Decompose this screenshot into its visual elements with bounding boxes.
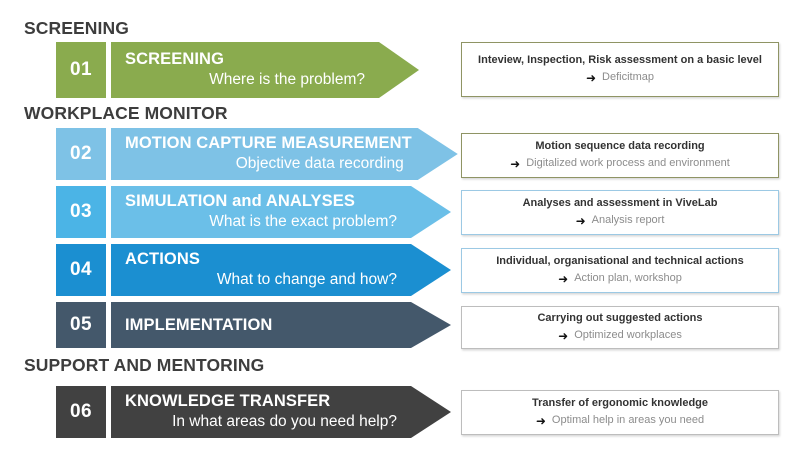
description-title-06: Transfer of ergonomic knowledge [531, 397, 709, 410]
step-subtitle-03: What is the exact problem? [209, 213, 397, 231]
process-step-02[interactable]: 02 MOTION CAPTURE MEASUREMENT Objective … [56, 128, 451, 180]
step-number-badge-03: 03 [56, 186, 106, 238]
description-sub-04: Action plan, workshop [574, 272, 682, 284]
step-title-02: MOTION CAPTURE MEASUREMENT [125, 134, 412, 153]
section-heading-screening: SCREENING [24, 18, 129, 38]
description-title-01: Inteview, Inspection, Risk assessment on… [478, 54, 762, 67]
step-number-badge-04: 04 [56, 244, 106, 296]
description-subline-04: ➜ Action plan, workshop [558, 272, 682, 286]
step-title-04: ACTIONS [125, 250, 200, 269]
step-title-05: IMPLEMENTATION [125, 315, 273, 334]
section-heading-support-and-mentoring: SUPPORT AND MENTORING [24, 355, 265, 375]
step-number-badge-02: 02 [56, 128, 106, 180]
step-arrow-03: SIMULATION and ANALYSES What is the exac… [111, 186, 451, 238]
arrow-right-icon: ➜ [558, 328, 569, 343]
arrow-shape-03 [111, 186, 451, 238]
description-subline-05: ➜ Optimized workplaces [558, 329, 682, 343]
step-arrow-05: IMPLEMENTATION [111, 302, 451, 348]
description-subline-06: ➜ Optimal help in areas you need [536, 414, 704, 428]
description-sub-02: Digitalized work process and environment [526, 157, 730, 169]
step-number-badge-05: 05 [56, 302, 106, 348]
description-box-03: Analyses and assessment in ViveLab ➜ Ana… [461, 190, 779, 235]
description-title-03: Analyses and assessment in ViveLab [522, 197, 718, 210]
step-title-06: KNOWLEDGE TRANSFER [125, 392, 331, 411]
description-subline-02: ➜ Digitalized work process and environme… [510, 157, 730, 171]
description-box-02: Motion sequence data recording ➜ Digital… [461, 133, 779, 178]
step-arrow-04: ACTIONS What to change and how? [111, 244, 451, 296]
step-subtitle-02: Objective data recording [235, 155, 404, 173]
process-step-06[interactable]: 06 KNOWLEDGE TRANSFER In what areas do y… [56, 386, 451, 438]
step-title-01: SCREENING [125, 50, 224, 69]
description-box-05: Carrying out suggested actions ➜ Optimiz… [461, 306, 779, 349]
description-box-06: Transfer of ergonomic knowledge ➜ Optima… [461, 390, 779, 435]
step-arrow-01: SCREENING Where is the problem? [111, 42, 419, 98]
step-subtitle-06: In what areas do you need help? [172, 413, 397, 431]
arrow-right-icon: ➜ [585, 70, 597, 85]
description-sub-06: Optimal help in areas you need [551, 414, 705, 426]
step-subtitle-01: Where is the problem? [209, 71, 365, 89]
step-arrow-02: MOTION CAPTURE MEASUREMENT Objective dat… [111, 128, 458, 180]
arrow-shape-04 [111, 244, 451, 296]
process-step-03[interactable]: 03 SIMULATION and ANALYSES What is the e… [56, 186, 451, 238]
arrow-shape-06 [111, 386, 451, 438]
process-step-01[interactable]: 01 SCREENING Where is the problem? [56, 42, 419, 98]
arrow-shape-02 [111, 128, 458, 180]
description-sub-01: Deficitmap [602, 71, 655, 83]
description-box-01: Inteview, Inspection, Risk assessment on… [461, 42, 779, 97]
arrow-right-icon: ➜ [510, 156, 521, 171]
description-sub-03: Analysis report [591, 214, 665, 226]
step-arrow-06: KNOWLEDGE TRANSFER In what areas do you … [111, 386, 451, 438]
description-sub-05: Optimized workplaces [574, 329, 682, 341]
process-step-05[interactable]: 05 IMPLEMENTATION [56, 302, 451, 348]
step-title-03: SIMULATION and ANALYSES [125, 192, 355, 211]
description-subline-03: ➜ Analysis report [576, 214, 665, 228]
arrow-right-icon: ➜ [535, 413, 546, 428]
description-title-02: Motion sequence data recording [535, 140, 705, 153]
arrow-shape-05 [111, 302, 451, 348]
section-heading-workplace-monitor: WORKPLACE MONITOR [24, 103, 228, 123]
arrow-right-icon: ➜ [558, 271, 569, 286]
step-number-badge-01: 01 [56, 42, 106, 98]
arrow-shape-01 [111, 42, 419, 98]
step-subtitle-04: What to change and how? [216, 271, 397, 289]
description-box-04: Individual, organisational and technical… [461, 248, 779, 293]
description-title-04: Individual, organisational and technical… [496, 255, 744, 268]
arrow-right-icon: ➜ [575, 213, 586, 228]
description-title-05: Carrying out suggested actions [537, 312, 703, 325]
description-subline-01: ➜ Deficitmap [586, 71, 654, 85]
process-step-04[interactable]: 04 ACTIONS What to change and how? [56, 244, 451, 296]
step-number-badge-06: 06 [56, 386, 106, 438]
